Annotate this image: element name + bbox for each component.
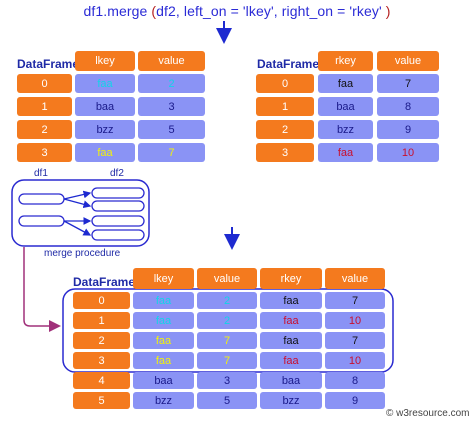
left-row-value: 7 [138, 143, 205, 162]
merge-procedure-box [11, 179, 150, 247]
result-header-lkey: lkey [133, 268, 194, 289]
right-row-index: 1 [256, 97, 314, 116]
result-row-index: 2 [73, 332, 130, 349]
right-row-rkey: baa [318, 97, 373, 116]
left-row-index: 0 [17, 74, 72, 93]
left-row-value: 2 [138, 74, 205, 93]
result-row-lkey: faa [133, 332, 194, 349]
right-row-rkey: faa [318, 143, 373, 162]
right-row-rkey: bzz [318, 120, 373, 139]
result-header-value-right: value [325, 268, 385, 289]
result-row-rkey: faa [260, 312, 322, 329]
result-row-rkey: bzz [260, 392, 322, 409]
procedure-df2-row-3 [91, 215, 145, 227]
result-row-rkey: faa [260, 352, 322, 369]
right-row-value: 7 [377, 74, 439, 93]
right-row-value: 8 [377, 97, 439, 116]
result-row-value-right: 9 [325, 392, 385, 409]
title-close-paren: ) [385, 3, 391, 19]
result-header-value-left: value [197, 268, 257, 289]
right-row-rkey: faa [318, 74, 373, 93]
right-row-index: 0 [256, 74, 314, 93]
result-row-lkey: faa [133, 292, 194, 309]
title-args: df2, left_on = 'lkey', right_on = 'rkey' [156, 3, 382, 19]
result-row-value-right: 10 [325, 312, 385, 329]
procedure-df2-label: df2 [110, 168, 124, 179]
result-row-value-left: 5 [197, 392, 257, 409]
procedure-df1-row-1 [18, 193, 65, 205]
procedure-to-result-arrow [23, 247, 61, 332]
left-table-label: DataFrame [17, 57, 80, 71]
result-row-lkey: baa [133, 372, 194, 389]
result-row-value-right: 7 [325, 332, 385, 349]
left-row-index: 3 [17, 143, 72, 162]
page-title: df1.merge (df2, left_on = 'lkey', right_… [0, 3, 474, 19]
right-row-value: 10 [377, 143, 439, 162]
result-row-rkey: baa [260, 372, 322, 389]
result-row-value-left: 2 [197, 312, 257, 329]
result-row-index: 3 [73, 352, 130, 369]
result-row-rkey: faa [260, 332, 322, 349]
result-header-rkey: rkey [260, 268, 322, 289]
left-row-lkey: bzz [75, 120, 135, 139]
procedure-df2-row-4 [91, 229, 145, 241]
procedure-caption: merge procedure [44, 248, 121, 259]
result-row-value-right: 8 [325, 372, 385, 389]
result-row-value-left: 2 [197, 292, 257, 309]
right-table-label: DataFrame [257, 57, 320, 71]
title-open-paren: ( [151, 3, 157, 19]
result-row-lkey: faa [133, 312, 194, 329]
result-row-lkey: bzz [133, 392, 194, 409]
result-row-lkey: faa [133, 352, 194, 369]
left-header-value: value [138, 51, 205, 71]
result-row-value-left: 7 [197, 352, 257, 369]
result-row-index: 1 [73, 312, 130, 329]
right-row-index: 2 [256, 120, 314, 139]
procedure-arrow-4 [63, 220, 92, 236]
left-row-index: 2 [17, 120, 72, 139]
procedure-df2-row-2 [91, 200, 145, 212]
left-row-value: 5 [138, 120, 205, 139]
left-row-lkey: faa [75, 74, 135, 93]
result-row-index: 4 [73, 372, 130, 389]
right-header-rkey: rkey [318, 51, 373, 71]
procedure-arrow-1 [63, 190, 92, 200]
left-header-lkey: lkey [75, 51, 135, 71]
result-table-label: DataFrame [73, 275, 136, 289]
right-header-value: value [377, 51, 439, 71]
result-row-value-left: 7 [197, 332, 257, 349]
title-function: df1.merge [83, 3, 148, 19]
left-row-value: 3 [138, 97, 205, 116]
right-row-index: 3 [256, 143, 314, 162]
result-row-value-right: 10 [325, 352, 385, 369]
procedure-df1-row-2 [18, 215, 65, 227]
procedure-arrow-2 [63, 198, 92, 209]
procedure-df1-label: df1 [34, 168, 48, 179]
left-row-index: 1 [17, 97, 72, 116]
result-row-value-left: 3 [197, 372, 257, 389]
left-row-lkey: faa [75, 143, 135, 162]
procedure-df2-row-1 [91, 187, 145, 199]
footer-credit: © w3resource.com [386, 408, 470, 419]
result-row-index: 5 [73, 392, 130, 409]
result-row-index: 0 [73, 292, 130, 309]
right-row-value: 9 [377, 120, 439, 139]
result-row-rkey: faa [260, 292, 322, 309]
result-row-value-right: 7 [325, 292, 385, 309]
left-row-lkey: baa [75, 97, 135, 116]
